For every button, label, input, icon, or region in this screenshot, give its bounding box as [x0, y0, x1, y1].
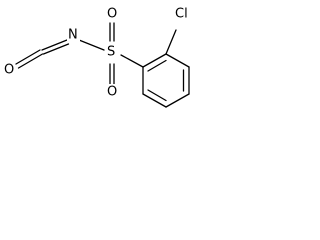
ring-bond-2 [165, 53, 190, 68]
atom-oxygen-sulfonyl-top: O [107, 7, 117, 22]
atom-nitrogen: N [68, 28, 78, 43]
ring-bond-4 [165, 93, 190, 108]
atom-sulfur: S [107, 45, 115, 60]
bond-n-s [78, 39, 105, 51]
atom-bg-oxygen-isocyanate [2, 62, 15, 78]
atom-bg-oxygen-sulfonyl-bottom [105, 84, 118, 101]
bond-ring-cl [165, 29, 177, 55]
atom-oxygen-isocyanate: O [4, 63, 14, 78]
bond-o-c-b [17, 53, 44, 69]
bond-c-n-a [41, 39, 68, 51]
atom-bg-chlorine [173, 5, 193, 22]
atom-bg-sulfur [105, 44, 118, 61]
atom-bg-nitrogen [67, 26, 80, 42]
atom-bg-oxygen-sulfonyl-top [105, 5, 118, 22]
chemical-structure: Cl O N S O O [2, 5, 193, 108]
bond-s-ring [120, 54, 144, 68]
ring-inner-bond-3 [147, 89, 167, 102]
ring-bond-5 [142, 93, 167, 108]
atom-chlorine: Cl [175, 7, 188, 22]
atom-oxygen-sulfonyl-bottom: O [107, 85, 117, 100]
bond-o-c-a [15, 49, 41, 65]
bond-c-n-b [42, 43, 70, 55]
ring-bond-1 [142, 53, 167, 68]
ring-inner-bond-1 [147, 59, 167, 72]
